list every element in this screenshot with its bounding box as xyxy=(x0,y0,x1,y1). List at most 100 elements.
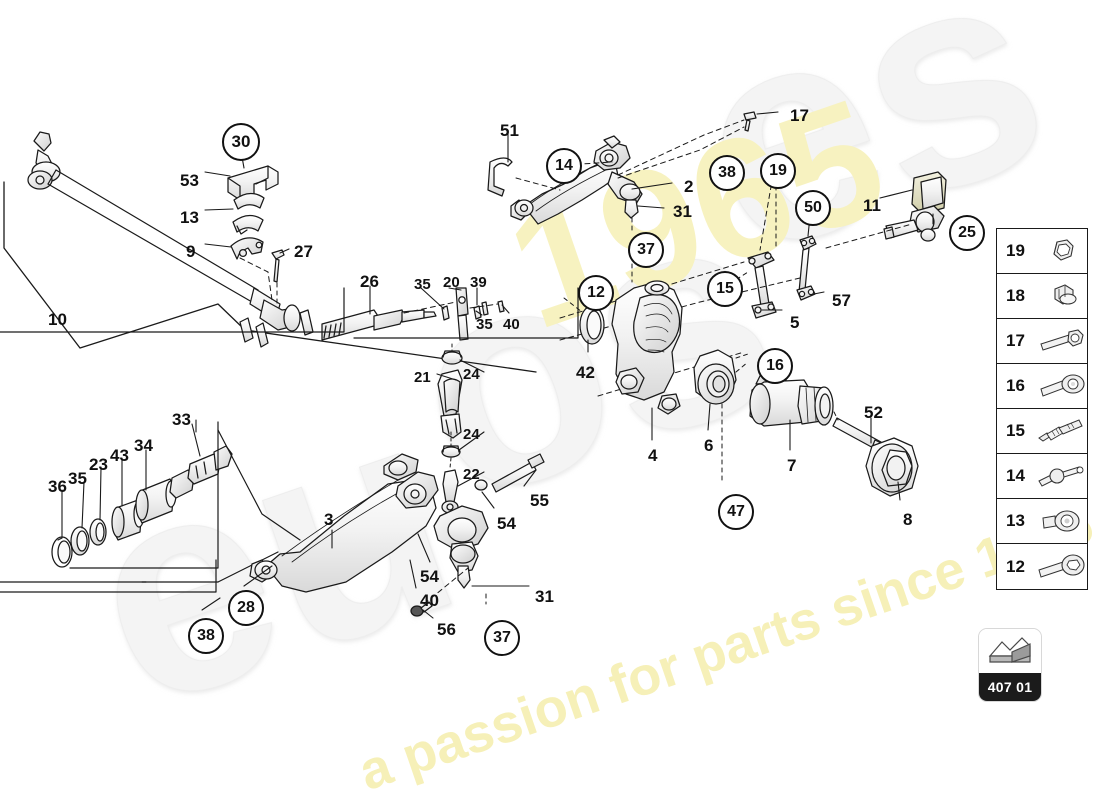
legend-row-17[interactable]: 17 xyxy=(997,319,1087,364)
callout-circle-37[interactable]: 37 xyxy=(628,232,664,268)
part-number-17[interactable]: 17 xyxy=(790,106,809,125)
stud-bolt-icon xyxy=(1035,418,1087,444)
bolt-17 xyxy=(743,111,757,132)
part-number-13[interactable]: 13 xyxy=(180,208,199,227)
steering-knuckle-4 xyxy=(611,280,683,415)
legend-number: 18 xyxy=(1006,286,1025,305)
callout-circle-19[interactable]: 19 xyxy=(760,153,796,189)
part-number-11[interactable]: 11 xyxy=(863,196,881,215)
hex-bolt-icon xyxy=(1035,328,1087,354)
part-number-22[interactable]: 22 xyxy=(463,466,480,483)
callout-circle-38[interactable]: 38 xyxy=(188,618,224,654)
part-number-57[interactable]: 57 xyxy=(832,291,851,310)
callout-circle-16[interactable]: 16 xyxy=(757,348,793,384)
part-number-4[interactable]: 4 xyxy=(648,446,658,465)
badge-code: 407 01 xyxy=(979,673,1041,701)
socket-bolt-icon xyxy=(1035,508,1087,534)
part-number-31[interactable]: 31 xyxy=(535,587,554,606)
part-number-23[interactable]: 23 xyxy=(89,455,108,474)
part-number-52[interactable]: 52 xyxy=(864,403,883,422)
diagram-code-badge: 407 01 xyxy=(978,628,1042,702)
tie-rod-assembly xyxy=(27,131,314,348)
part-number-54[interactable]: 54 xyxy=(420,567,439,586)
part-number-3[interactable]: 3 xyxy=(324,510,334,529)
flange-screw-icon xyxy=(1035,553,1087,580)
part-number-21[interactable]: 21 xyxy=(414,369,431,386)
lower-control-arm-3 xyxy=(249,453,489,593)
part-number-26[interactable]: 26 xyxy=(360,272,379,291)
legend-number: 14 xyxy=(1006,466,1025,485)
legend-number: 19 xyxy=(1006,241,1025,260)
bush-24-lower xyxy=(441,445,461,458)
dust-shield-8 xyxy=(865,437,919,497)
part-number-36[interactable]: 36 xyxy=(48,477,67,496)
callout-circle-15[interactable]: 15 xyxy=(707,271,743,307)
shoulder-bolt-icon xyxy=(1035,463,1087,489)
part-number-40[interactable]: 40 xyxy=(503,316,520,333)
part-number-34[interactable]: 34 xyxy=(134,436,153,455)
upper-control-arm-2 xyxy=(510,135,643,225)
bearing-shell-13-lower xyxy=(232,214,264,235)
part-number-2[interactable]: 2 xyxy=(684,177,694,196)
legend-row-19[interactable]: 19 xyxy=(997,229,1087,274)
part-number-6[interactable]: 6 xyxy=(704,436,714,455)
part-number-33[interactable]: 33 xyxy=(172,410,191,429)
part-number-7[interactable]: 7 xyxy=(787,456,797,475)
part-number-9[interactable]: 9 xyxy=(186,242,196,261)
callout-circle-28[interactable]: 28 xyxy=(228,590,264,626)
callout-circle-30[interactable]: 30 xyxy=(222,123,260,161)
sensor-bracket-50 xyxy=(796,235,817,301)
callout-circle-38[interactable]: 38 xyxy=(709,155,745,191)
legend-number: 15 xyxy=(1006,421,1025,440)
wheel-hub-7 xyxy=(749,361,834,427)
legend-row-12[interactable]: 12 xyxy=(997,544,1087,589)
legend-number: 12 xyxy=(1006,556,1025,576)
callout-circle-47[interactable]: 47 xyxy=(718,494,754,530)
part-number-35[interactable]: 35 xyxy=(414,276,431,293)
legend-number: 17 xyxy=(1006,331,1025,350)
washer-54a xyxy=(474,479,488,491)
legend-row-15[interactable]: 15 xyxy=(997,409,1087,454)
washer-35a xyxy=(441,305,450,321)
part-number-27[interactable]: 27 xyxy=(294,242,313,261)
part-number-40[interactable]: 40 xyxy=(420,591,439,610)
part-number-56[interactable]: 56 xyxy=(437,620,456,639)
part-number-20[interactable]: 20 xyxy=(443,274,460,291)
link-21 xyxy=(437,369,463,439)
callout-circle-12[interactable]: 12 xyxy=(578,275,614,311)
part-number-31[interactable]: 31 xyxy=(673,202,692,221)
part-number-24[interactable]: 24 xyxy=(463,366,480,383)
pin-39 xyxy=(481,301,489,316)
part-number-39[interactable]: 39 xyxy=(470,274,487,291)
bolt-27 xyxy=(271,249,285,283)
bracket-9 xyxy=(230,237,264,260)
part-number-53[interactable]: 53 xyxy=(180,171,199,190)
hex-nut-icon xyxy=(1036,238,1087,264)
callout-circle-25[interactable]: 25 xyxy=(949,215,985,251)
part-number-51[interactable]: 51 xyxy=(500,121,519,140)
part-number-35[interactable]: 35 xyxy=(68,469,87,488)
callout-circle-37[interactable]: 37 xyxy=(484,620,520,656)
part-number-35[interactable]: 35 xyxy=(476,316,493,333)
link-22 xyxy=(441,469,459,514)
part-number-55[interactable]: 55 xyxy=(530,491,549,510)
part-number-10[interactable]: 10 xyxy=(48,310,67,329)
legend-row-18[interactable]: 18 xyxy=(997,274,1087,319)
part-number-43[interactable]: 43 xyxy=(110,446,129,465)
callout-circle-14[interactable]: 14 xyxy=(546,148,582,184)
part-number-5[interactable]: 5 xyxy=(790,313,800,332)
legend-row-16[interactable]: 16 xyxy=(997,364,1087,409)
hardware-legend-box: 19 18 17 16 15 14 13 12 xyxy=(996,228,1088,590)
wedge-3d-icon xyxy=(979,629,1041,673)
flange-nut-icon xyxy=(1036,283,1087,309)
clamp-53 xyxy=(227,165,279,201)
bushing-kit-33 xyxy=(51,445,233,568)
legend-row-13[interactable]: 13 xyxy=(997,499,1087,544)
part-number-42[interactable]: 42 xyxy=(576,363,595,382)
legend-row-14[interactable]: 14 xyxy=(997,454,1087,499)
part-number-8[interactable]: 8 xyxy=(903,510,913,529)
part-number-24[interactable]: 24 xyxy=(463,426,480,443)
part-number-54[interactable]: 54 xyxy=(497,514,516,533)
callout-circle-50[interactable]: 50 xyxy=(795,190,831,226)
